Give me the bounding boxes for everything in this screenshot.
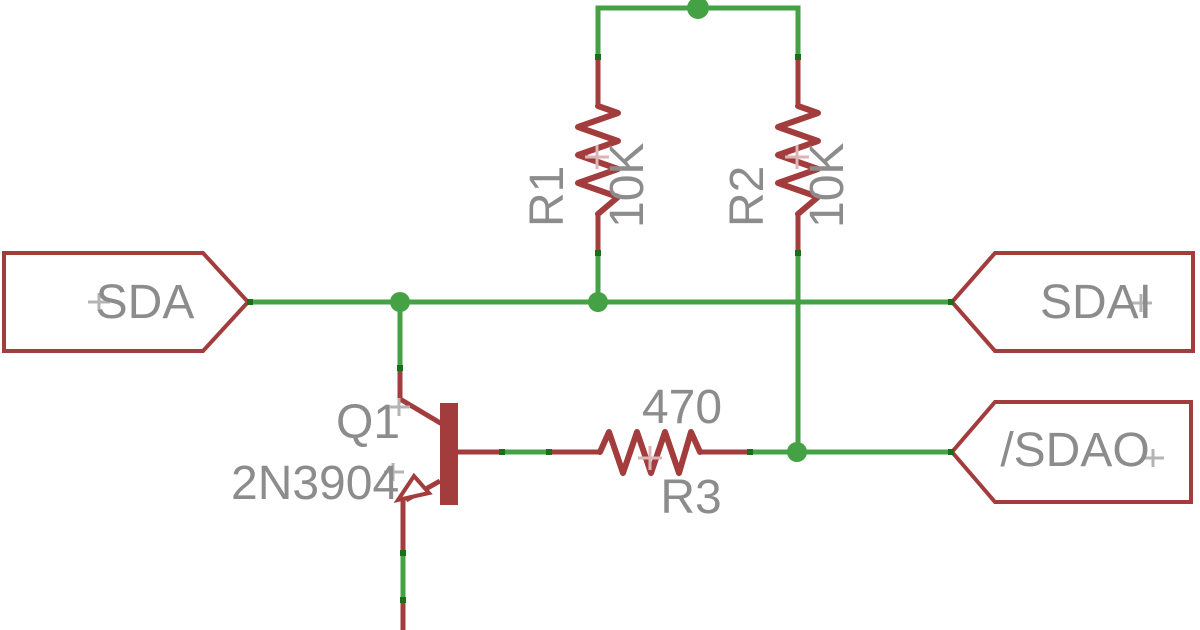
net-flag-sdao-shape (949, 400, 1193, 504)
q1-emitter-arrow-icon (393, 472, 433, 504)
junction-dot-sda-q1 (390, 292, 410, 312)
net-flag-sdai-shape (949, 251, 1195, 353)
net-flag-sdai (949, 251, 1195, 353)
net-flag-sda (2, 251, 251, 353)
part-value-r1: 10K (601, 142, 654, 228)
net-flag-sda-shape (2, 251, 251, 353)
part-name-r2: R2 (721, 165, 774, 227)
resistor-r2 (775, 57, 821, 452)
resistor-r1-zigzag (575, 103, 621, 217)
net-label-sda: SDA (95, 276, 195, 329)
part-value-r3: 470 (641, 381, 723, 434)
net-flag-sdao (949, 400, 1193, 504)
transistor-q1 (384, 302, 500, 630)
text-anchor-cross (1130, 294, 1152, 312)
part-origin-cross (638, 446, 662, 470)
text-anchor-cross (384, 463, 404, 481)
junction-dot-sdao (787, 442, 807, 462)
text-anchor-cross (88, 293, 110, 311)
part-origin-cross (785, 145, 809, 169)
part-value-r2: 10K (801, 142, 854, 228)
text-anchor-cross (1142, 449, 1164, 467)
junction-dot-sda-r1 (588, 292, 608, 312)
resistor-r1 (575, 57, 621, 302)
part-name-r3: R3 (660, 471, 722, 524)
net-label-sdao: /SDAO (1000, 424, 1150, 477)
q1-base-bar (440, 403, 458, 505)
resistor-r3 (500, 429, 750, 476)
resistor-r3-zigzag (597, 429, 703, 476)
text-anchor-cross (390, 398, 410, 416)
net-label-sdai: SDAI (1039, 276, 1153, 329)
part-value-q1: 2N3904 (231, 457, 400, 510)
part-name-q1: Q1 (336, 396, 401, 449)
resistor-r2-zigzag (775, 103, 821, 217)
junction-dot-top (687, 0, 709, 19)
pin-connection-marks (247, 54, 954, 603)
part-origin-cross (585, 145, 609, 169)
part-name-r1: R1 (521, 165, 574, 227)
wire-top-rail (595, 0, 801, 57)
